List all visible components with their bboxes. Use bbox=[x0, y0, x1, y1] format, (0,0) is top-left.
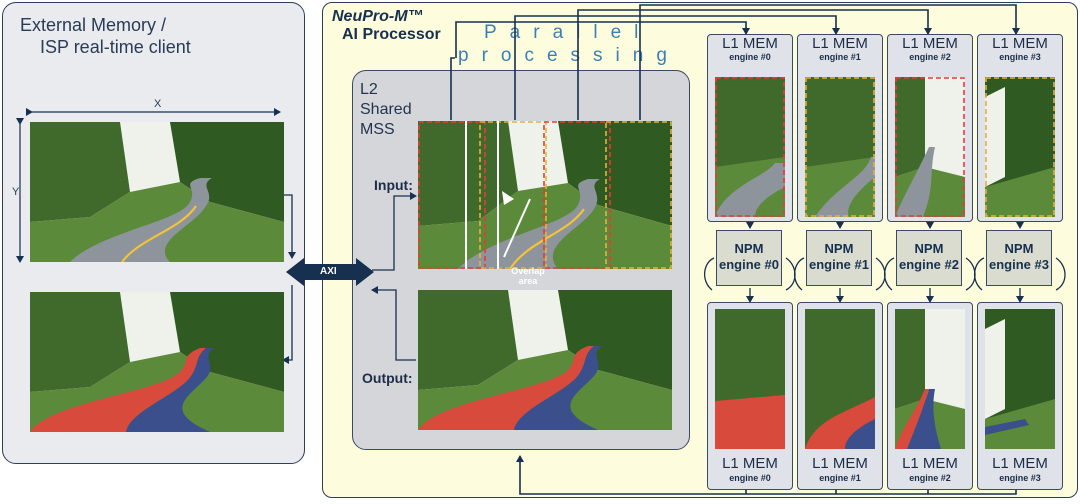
npm-line2: engine #2 bbox=[899, 257, 959, 272]
engine-label: engine #1 bbox=[819, 473, 861, 483]
parallel-label-line2: processing bbox=[458, 45, 680, 66]
l1-mem-output-engine-3: L1 MEM engine #3 bbox=[977, 302, 1063, 490]
processor-subtitle: AI Processor bbox=[342, 26, 441, 43]
l1-mem-title: L1 MEM bbox=[992, 35, 1048, 52]
l1-mem-input-engine-0: L1 MEM engine #0 bbox=[707, 34, 793, 222]
y-dimension-label: Y bbox=[12, 186, 20, 198]
npm-line1: NPM bbox=[734, 241, 764, 256]
l1-mem-title: L1 MEM bbox=[902, 455, 958, 472]
l1-mem-title: L1 MEM bbox=[902, 35, 958, 52]
l1-mem-title: L1 MEM bbox=[722, 455, 778, 472]
input-road-image-external bbox=[30, 122, 284, 262]
npm-engine-2: NPM engine #2 bbox=[896, 230, 962, 286]
processor-title: NeuPro-M™ AI Processor bbox=[332, 8, 441, 44]
overlap-area-label: Overlap area bbox=[498, 266, 558, 286]
processor-brand: NeuPro-M™ bbox=[332, 8, 424, 25]
engine-1-output-tile bbox=[805, 309, 875, 449]
output-label: Output: bbox=[362, 370, 413, 386]
npm-line2: engine #3 bbox=[989, 257, 1049, 272]
engine-3-input-tile bbox=[985, 77, 1055, 217]
engine-2-input-tile bbox=[895, 77, 965, 217]
axi-label: AXI bbox=[320, 266, 337, 277]
engine-3-output-tile bbox=[985, 309, 1055, 449]
npm-line1: NPM bbox=[824, 241, 854, 256]
l1-mem-title: L1 MEM bbox=[992, 455, 1048, 472]
npm-line1: NPM bbox=[1004, 241, 1034, 256]
l1-mem-input-engine-2: L1 MEM engine #2 bbox=[887, 34, 973, 222]
engine-label: engine #2 bbox=[909, 473, 951, 483]
npm-line2: engine #1 bbox=[809, 257, 869, 272]
npm-engine-3: NPM engine #3 bbox=[986, 230, 1052, 286]
l1-mem-output-engine-1: L1 MEM engine #1 bbox=[797, 302, 883, 490]
engine-label: engine #3 bbox=[999, 52, 1041, 62]
engine-label: engine #0 bbox=[729, 473, 771, 483]
engine-2-output-tile bbox=[895, 309, 965, 449]
engine-1-input-tile bbox=[805, 77, 875, 217]
engine-label: engine #1 bbox=[819, 52, 861, 62]
l2-line2: Shared bbox=[360, 101, 412, 118]
parallel-label-line1: Parallel bbox=[484, 22, 652, 43]
l1-mem-title: L1 MEM bbox=[812, 455, 868, 472]
overlap-line2: area bbox=[518, 276, 538, 286]
l2-input-image bbox=[418, 121, 672, 269]
l1-mem-output-engine-2: L1 MEM engine #2 bbox=[887, 302, 973, 490]
engine-label: engine #0 bbox=[729, 52, 771, 62]
npm-line1: NPM bbox=[914, 241, 944, 256]
engine-label: engine #2 bbox=[909, 52, 951, 62]
l1-mem-output-engine-0: L1 MEM engine #0 bbox=[707, 302, 793, 490]
l2-title: L2 Shared MSS bbox=[360, 80, 412, 140]
external-title-line2: ISP real-time client bbox=[40, 37, 191, 57]
engine-0-input-tile bbox=[715, 77, 785, 217]
l1-mem-input-engine-1: L1 MEM engine #1 bbox=[797, 34, 883, 222]
external-memory-title: External Memory / ISP real-time client bbox=[20, 14, 191, 58]
x-dimension-label: X bbox=[154, 98, 162, 110]
l1-mem-title: L1 MEM bbox=[812, 35, 868, 52]
l1-mem-input-engine-3: L1 MEM engine #3 bbox=[977, 34, 1063, 222]
l2-line1: L2 bbox=[360, 81, 378, 98]
npm-engine-1: NPM engine #1 bbox=[806, 230, 872, 286]
npm-line2: engine #0 bbox=[719, 257, 779, 272]
l2-output-image bbox=[418, 290, 672, 430]
input-label: Input: bbox=[374, 177, 413, 193]
external-title-line1: External Memory / bbox=[20, 15, 167, 35]
engine-0-output-tile bbox=[715, 309, 785, 449]
l1-mem-title: L1 MEM bbox=[722, 35, 778, 52]
npm-engine-0: NPM engine #0 bbox=[716, 230, 782, 286]
overlap-line1: Overlap bbox=[511, 266, 545, 276]
output-road-image-external bbox=[30, 292, 284, 432]
l2-line3: MSS bbox=[360, 121, 395, 138]
engine-label: engine #3 bbox=[999, 473, 1041, 483]
